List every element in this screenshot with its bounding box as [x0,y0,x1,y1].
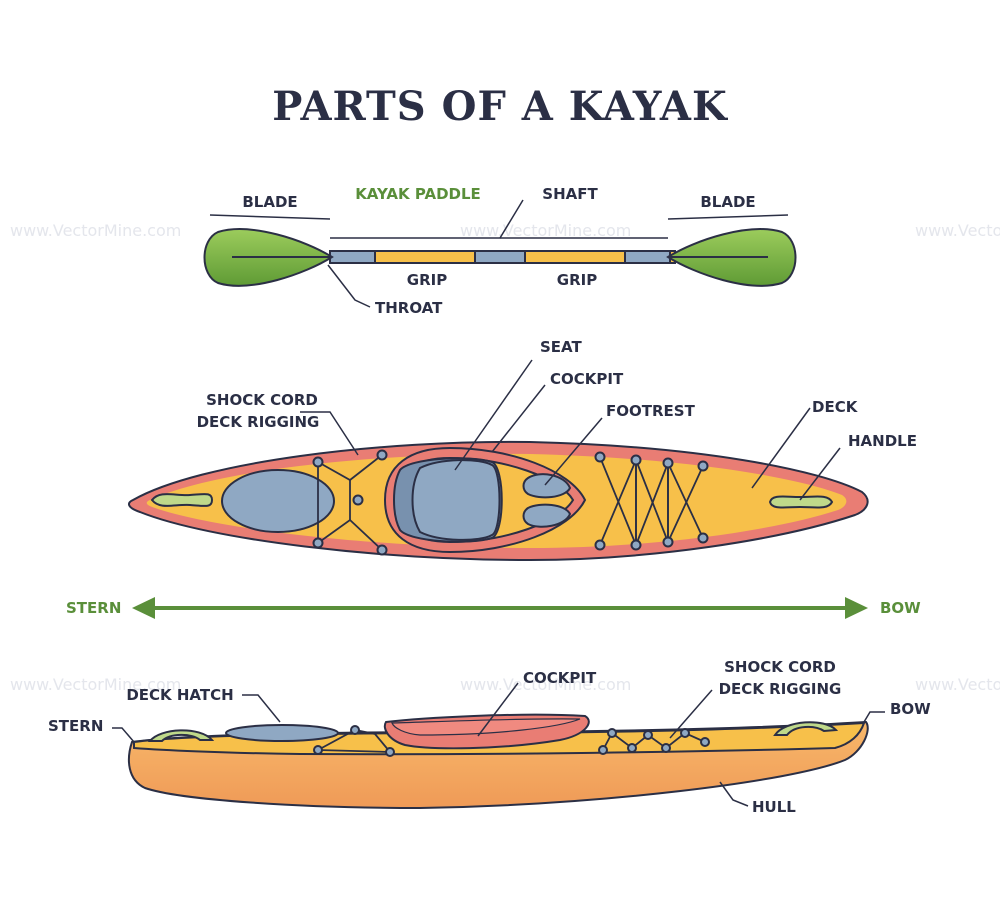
page-title: PARTS OF A KAYAK [272,83,728,130]
front-deck-rigging [594,451,709,551]
kayak-side-view: DECK HATCH COCKPIT SHOCK CORD DECK RIGGI… [48,658,931,816]
label-cockpit-top: COCKPIT [550,370,624,388]
label-handle: HANDLE [848,432,917,450]
paddle-shaft-center [474,250,526,264]
watermark: www.VectorMine.com [460,675,631,694]
watermark: www.VectorMine.com [10,221,181,240]
label-stern-side: STERN [48,717,103,735]
label-throat: THROAT [375,299,443,317]
label-shock-cord-side: SHOCK CORD [724,658,836,676]
label-hull: HULL [752,798,796,816]
watermark: www.VectorMine.com [460,221,631,240]
label-bow-direction: BOW [880,599,921,617]
label-shaft: SHAFT [542,185,598,203]
label-deck-rigging-top: DECK RIGGING [197,413,320,431]
bow-handle-top [768,495,834,509]
front-rigging-side [598,728,710,755]
paddle-throat-right [624,250,671,264]
rear-deck-rigging [312,449,388,556]
label-bow-side: BOW [890,700,931,718]
bow-handle-side [773,721,839,736]
label-footrest: FOOTREST [606,402,696,420]
label-kayak-paddle: KAYAK PADDLE [355,185,481,203]
label-grip-left: GRIP [407,271,447,289]
watermark: www.VectorMine.com [915,675,1000,694]
rear-hatch [221,469,335,533]
label-shock-cord-top: SHOCK CORD [206,391,318,409]
paddle-throat-left [329,250,376,264]
kayak-paddle: BLADE BLADE KAYAK PADDLE SHAFT GRIP GRIP… [203,185,797,317]
label-stern-direction: STERN [66,599,121,617]
footrest-right [522,503,572,528]
label-deck-hatch: DECK HATCH [126,686,233,704]
stern-handle-top [150,493,214,507]
stern-handle-side [147,729,215,742]
label-blade-left: BLADE [242,193,297,211]
footrest-left [522,473,572,499]
label-seat: SEAT [540,338,582,356]
label-deck-rigging-side: DECK RIGGING [719,680,842,698]
label-grip-right: GRIP [557,271,597,289]
seat-back [411,459,501,541]
direction-arrow: STERN BOW [66,597,921,619]
kayak-top-view: SHOCK CORD DECK RIGGING SEAT COCKPIT FOO… [128,338,917,562]
deck-hatch [225,724,339,742]
watermark: www.VectorMine.com [915,221,1000,240]
label-cockpit-side: COCKPIT [523,669,597,687]
label-blade-right: BLADE [700,193,755,211]
label-deck: DECK [812,398,859,416]
watermark: www.VectorMine.com [10,675,181,694]
